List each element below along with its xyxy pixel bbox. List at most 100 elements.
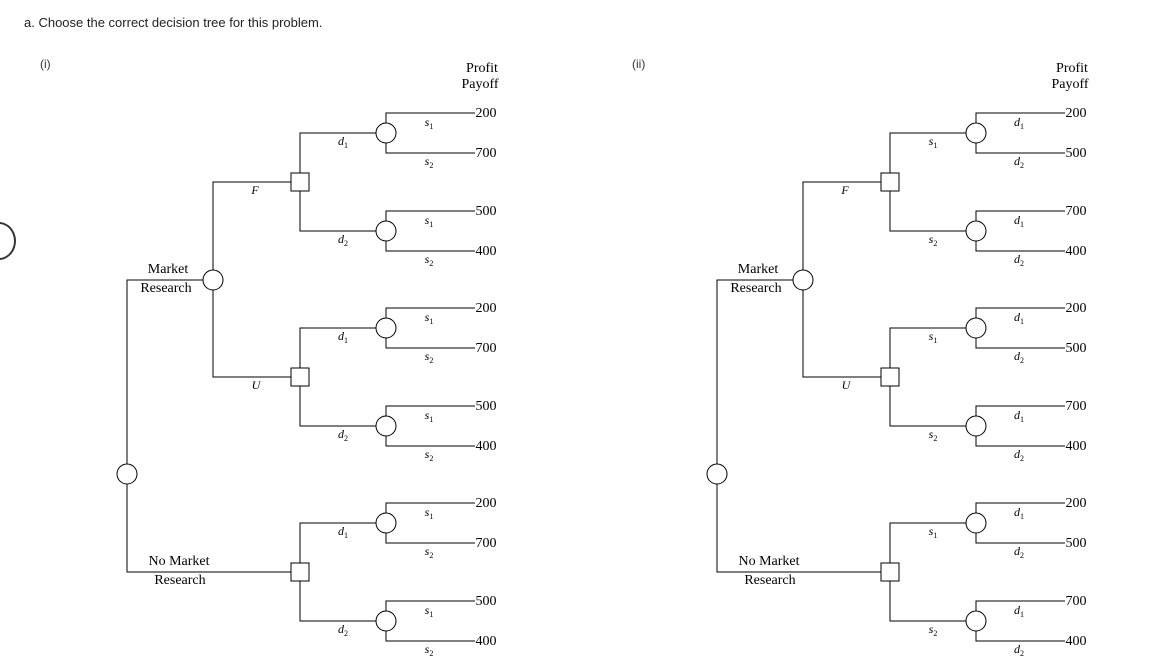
second-branch xyxy=(385,307,475,318)
payoff-value: 400 xyxy=(476,244,497,259)
chance-node xyxy=(965,220,987,242)
payoff-value: 500 xyxy=(1066,536,1087,551)
branch-favorable xyxy=(802,181,881,270)
second-branch xyxy=(975,502,1065,513)
payoff-value: 700 xyxy=(1066,594,1087,609)
payoff-value: 500 xyxy=(476,204,497,219)
second-branch xyxy=(385,502,475,513)
payoff-value: 400 xyxy=(1066,244,1087,259)
label-favorable: F xyxy=(840,183,849,197)
option-ii-label[interactable]: (ii) xyxy=(632,57,646,71)
second-branch xyxy=(975,600,1065,611)
label-no-market: No Market xyxy=(148,554,209,569)
payoff-value: 200 xyxy=(1066,106,1087,121)
first-branch-label: s1 xyxy=(929,134,938,150)
first-branch-label: d1 xyxy=(338,329,348,345)
first-branch xyxy=(299,191,376,232)
second-branch-label: s1 xyxy=(425,408,434,424)
label-no-market: No Market xyxy=(738,554,799,569)
second-branch xyxy=(385,600,475,611)
first-branch-label: d1 xyxy=(338,524,348,540)
second-branch-label: d2 xyxy=(1014,349,1024,365)
second-branch-label: s2 xyxy=(425,544,434,560)
second-branch xyxy=(385,338,475,349)
chance-node xyxy=(375,512,397,534)
chance-node-market xyxy=(792,269,814,291)
header-profit: Profit xyxy=(466,61,498,76)
second-branch-label: s1 xyxy=(425,505,434,521)
payoff-value: 400 xyxy=(1066,634,1087,649)
decision-node xyxy=(290,367,310,387)
label-unfavorable: U xyxy=(252,378,262,392)
decision-node xyxy=(880,562,900,582)
root-node xyxy=(706,463,728,485)
chance-node-market xyxy=(202,269,224,291)
decision-node xyxy=(880,172,900,192)
first-branch xyxy=(299,327,376,368)
chance-node xyxy=(375,610,397,632)
chance-node xyxy=(375,317,397,339)
decision-node xyxy=(290,172,310,192)
first-branch-label: s1 xyxy=(929,524,938,540)
label-research: Research xyxy=(140,281,191,296)
first-branch xyxy=(889,386,966,427)
branch-no-market-research xyxy=(716,484,881,573)
second-branch-label: d1 xyxy=(1014,310,1024,326)
second-branch xyxy=(975,631,1065,642)
second-branch-label: d1 xyxy=(1014,115,1024,131)
payoff-value: 700 xyxy=(1066,399,1087,414)
payoff-value: 700 xyxy=(1066,204,1087,219)
first-branch-label: d2 xyxy=(338,622,348,638)
chance-node xyxy=(375,122,397,144)
payoff-value: 700 xyxy=(476,536,497,551)
payoff-value: 700 xyxy=(476,341,497,356)
second-branch xyxy=(975,405,1065,416)
chance-node xyxy=(965,122,987,144)
second-branch-label: s2 xyxy=(425,154,434,170)
first-branch xyxy=(889,522,966,563)
second-branch xyxy=(385,210,475,221)
header-profit: Profit xyxy=(1056,61,1088,76)
second-branch-label: d2 xyxy=(1014,447,1024,463)
second-branch xyxy=(975,338,1065,349)
chance-node xyxy=(375,220,397,242)
payoff-value: 200 xyxy=(476,496,497,511)
second-branch xyxy=(975,436,1065,447)
label-research-2: Research xyxy=(744,573,795,588)
second-branch-label: s1 xyxy=(425,310,434,326)
second-branch-label: s1 xyxy=(425,603,434,619)
question-text: a. Choose the correct decision tree for … xyxy=(24,15,323,30)
second-branch-label: s2 xyxy=(425,447,434,463)
label-market: Market xyxy=(148,262,189,277)
header-payoff: Payoff xyxy=(461,77,498,92)
branch-no-market-research xyxy=(126,484,291,573)
second-branch xyxy=(385,533,475,544)
payoff-value: 200 xyxy=(476,106,497,121)
second-branch-label: d2 xyxy=(1014,544,1024,560)
first-branch-label: s2 xyxy=(929,427,938,443)
payoff-value: 500 xyxy=(476,594,497,609)
second-branch xyxy=(385,405,475,416)
payoff-value: 500 xyxy=(1066,146,1087,161)
second-branch-label: s1 xyxy=(425,213,434,229)
first-branch-label: s2 xyxy=(929,622,938,638)
second-branch-label: d1 xyxy=(1014,603,1024,619)
second-branch-label: s2 xyxy=(425,252,434,268)
branch-unfavorable xyxy=(212,290,291,378)
header-payoff: Payoff xyxy=(1051,77,1088,92)
label-research: Research xyxy=(730,281,781,296)
second-branch-label: d2 xyxy=(1014,252,1024,268)
second-branch-label: s2 xyxy=(425,349,434,365)
payoff-value: 200 xyxy=(1066,496,1087,511)
second-branch xyxy=(385,631,475,642)
payoff-value: 200 xyxy=(476,301,497,316)
second-branch-label: d2 xyxy=(1014,154,1024,170)
first-branch xyxy=(299,522,376,563)
first-branch-label: s2 xyxy=(929,232,938,248)
second-branch xyxy=(385,436,475,447)
option-i-label[interactable]: (i) xyxy=(40,57,51,71)
second-branch xyxy=(385,143,475,154)
second-branch-label: d2 xyxy=(1014,642,1024,658)
